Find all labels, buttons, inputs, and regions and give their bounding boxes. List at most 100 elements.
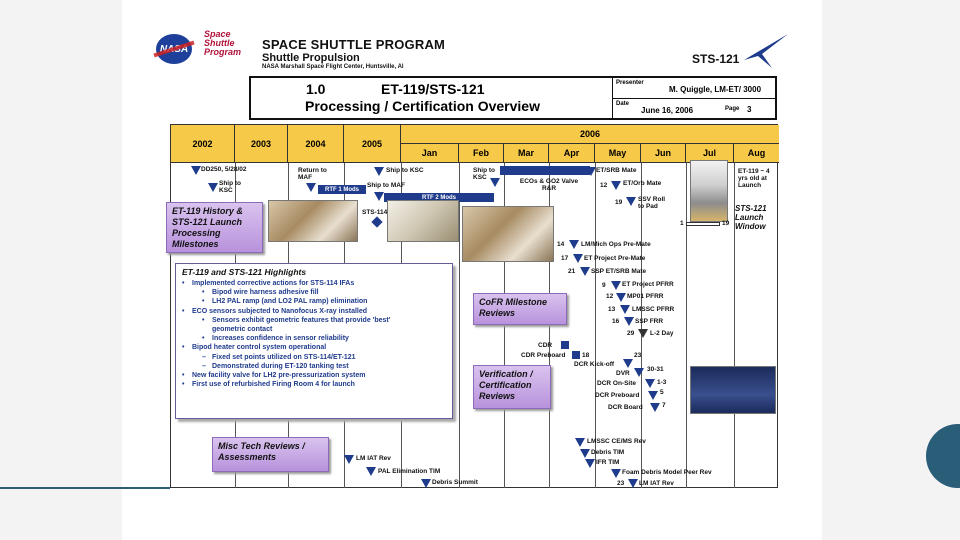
- highlights-title: ET-119 and STS-121 Highlights: [182, 267, 307, 277]
- day-13: 13: [608, 306, 616, 313]
- month-feb: Feb: [459, 144, 504, 163]
- program-location: NASA Marshall Space Flight Center, Hunts…: [262, 64, 404, 70]
- milestone-marker: [374, 167, 384, 176]
- milestone-marker: [575, 438, 585, 447]
- milestone-square: [561, 341, 569, 349]
- milestone-marker: [580, 449, 590, 458]
- title-box: 1.0 ET-119/STS-121 Processing / Certific…: [249, 76, 777, 120]
- year-2003: 2003: [235, 125, 288, 163]
- milestone-square: [572, 351, 580, 359]
- highlight-item: –Fixed set points utilized on STS-114/ET…: [182, 353, 446, 362]
- milestone-dcr-kickoff: DCR Kick-off: [574, 361, 615, 368]
- section-heading: Processing / Certification Overview: [305, 98, 540, 114]
- bipod-photo: [462, 206, 554, 262]
- lockheed-star-logo: [744, 34, 788, 68]
- milestone-marker: [374, 192, 384, 201]
- milestone-marker: [366, 467, 376, 476]
- milestone-marker: [344, 455, 354, 464]
- highlight-item: •First use of refurbished Firing Room 4 …: [182, 380, 446, 389]
- milestone-cdr: CDR: [538, 342, 553, 349]
- left-margin-panel: [0, 0, 122, 540]
- milestone-lm-iat-rev: LM IAT Rev: [639, 480, 674, 487]
- bullet-icon: •: [202, 289, 205, 297]
- highlight-text: LH2 PAL ramp (and LO2 PAL ramp) eliminat…: [212, 298, 368, 306]
- shuttle-launch-photo: [690, 160, 728, 222]
- highlight-item: –Demonstrated during ET-120 tanking test: [182, 362, 446, 371]
- milestone-dd250: DD250, 5/28/02: [201, 166, 247, 173]
- presenter-row: Presenter M. Quiggle, LM-ET/ 3000: [613, 78, 777, 98]
- milestone-marker: [645, 379, 655, 388]
- month-may: May: [595, 144, 641, 163]
- highlight-item: •Bipod wire harness adhesive fill: [182, 288, 446, 297]
- highlight-text: New facility valve for LH2 pre-pressuriz…: [192, 372, 366, 380]
- history-callout: ET-119 History & STS-121 Launch Processi…: [166, 202, 263, 253]
- milestone-et-proj-pre: ET Project Pre-Mate: [584, 255, 646, 262]
- highlight-text: Demonstrated during ET-120 tanking test: [212, 362, 349, 370]
- bullet-icon: •: [182, 372, 185, 380]
- grid-line: [459, 163, 460, 488]
- day-17: 17: [561, 255, 569, 262]
- bullet-icon: –: [202, 353, 206, 361]
- date-value: June 16, 2006: [641, 106, 694, 115]
- bullet-icon: •: [202, 316, 205, 324]
- milestone-lm-mich: LM/Mich Ops Pre-Mate: [581, 241, 651, 248]
- decorative-line: [0, 487, 170, 489]
- milestone-return-maf: Return to MAF: [298, 167, 327, 181]
- et-hardware-photo: [268, 200, 358, 242]
- day-5: 5: [660, 389, 664, 396]
- day-19: 19: [615, 199, 623, 206]
- highlight-text: Increases confidence in sensor reliabili…: [212, 335, 349, 343]
- milestone-ship-ksc-2002: Ship to KSC: [219, 180, 242, 194]
- highlight-text: Fixed set points utilized on STS-114/ET-…: [212, 353, 356, 361]
- month-jan: Jan: [401, 144, 459, 163]
- milestone-et-srb-mate: ET/SRB Mate: [596, 167, 637, 174]
- section-code: ET-119/STS-121: [381, 81, 485, 97]
- year-2005: 2005: [344, 125, 401, 163]
- milestone-ship-ksc-2005: Ship to KSC: [386, 167, 424, 174]
- milestone-marker: [628, 479, 638, 488]
- grid-line: [641, 163, 642, 488]
- milestone-marker: [586, 167, 596, 176]
- milestone-sts114: STS-114: [362, 209, 388, 216]
- day-16: 16: [612, 318, 620, 325]
- launch-window-label: STS-121 Launch Window: [735, 204, 767, 231]
- milestone-dcr-preboard: DCR Preboard: [595, 392, 640, 399]
- highlight-item: geometric contact: [182, 325, 446, 334]
- bar-rtf1-mods: RTF 1 Mods: [318, 185, 366, 194]
- milestone-marker-open: [638, 329, 648, 338]
- bar-rtf2-mods: RTF 2 Mods: [384, 193, 494, 202]
- milestone-dcr-onsite: DCR On-Site: [597, 380, 636, 387]
- milestone-marker: [626, 197, 636, 206]
- month-mar: Mar: [504, 144, 549, 163]
- highlight-item: • New facility valve for LH2 pre-pressuri…: [182, 371, 446, 380]
- milestone-ifr-tim: IFR TIM: [596, 459, 620, 466]
- milestone-lm-iat: LM IAT Rev: [356, 455, 391, 462]
- milestone-lmssc-ce: LMSSC CE/MS Rev: [587, 438, 646, 445]
- grid-line: [595, 163, 596, 488]
- mission-label: STS-121: [692, 52, 740, 66]
- date-row: Date June 16, 2006 Page 3: [613, 98, 777, 118]
- highlight-text: geometric contact: [212, 326, 273, 334]
- presenter-label: Presenter: [616, 80, 644, 86]
- year-2002: 2002: [171, 125, 235, 163]
- highlight-item: • Increases confidence in sensor reliabil…: [182, 334, 446, 343]
- milestone-marker: [623, 359, 633, 368]
- bullet-icon: •: [202, 335, 205, 343]
- launch-window-bar: [686, 222, 720, 226]
- highlight-text: Sensors exhibit geometric features that …: [212, 316, 391, 324]
- highlight-text: Bipod heater control system operational: [192, 344, 327, 352]
- milestone-ssp-frr: SSP FRR: [635, 318, 664, 325]
- bar-ecos: [500, 166, 590, 175]
- cofr-callout: CoFR Milestone Reviews: [473, 293, 567, 325]
- milestone-cdr-preboard: CDR Preboard: [521, 352, 566, 359]
- firing-room-photo: [690, 366, 776, 414]
- day-23: 23: [634, 352, 642, 359]
- milestone-marker: [624, 317, 634, 326]
- milestone-et-proj-pfrr: ET Project PFRR: [622, 281, 674, 288]
- milestone-marker: [208, 183, 218, 192]
- grid-line: [686, 163, 687, 488]
- milestone-marker: [585, 459, 595, 468]
- grid-line: [504, 163, 505, 488]
- milestone-marker: [490, 178, 500, 187]
- presenter-block: Presenter M. Quiggle, LM-ET/ 3000 Date J…: [612, 78, 777, 118]
